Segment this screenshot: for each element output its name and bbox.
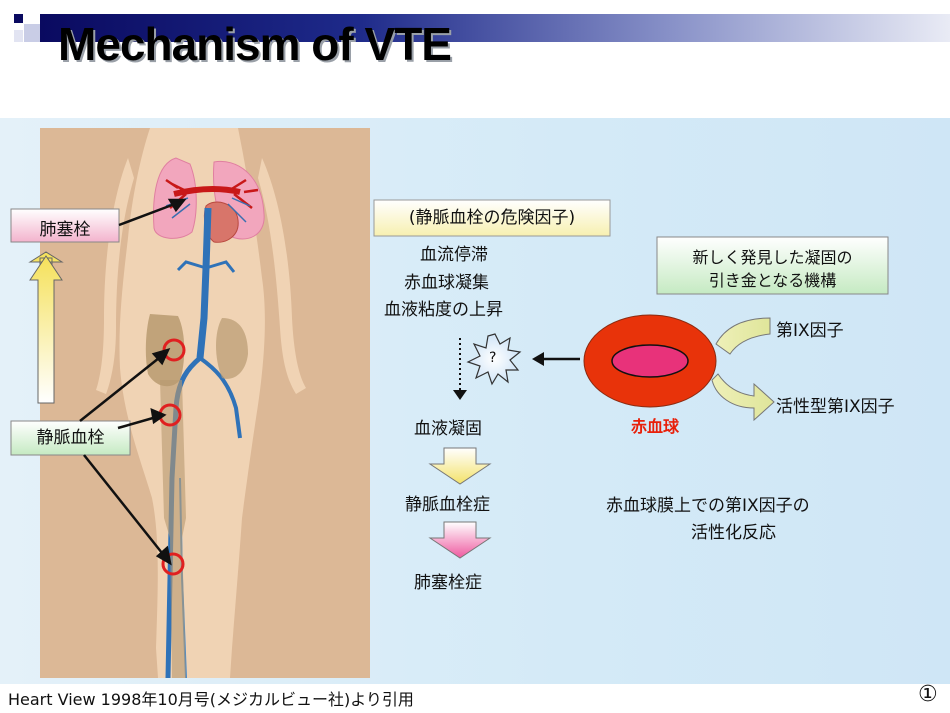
rbc-arrow-head	[532, 352, 544, 366]
factor-in-label: 第IX因子	[776, 321, 844, 341]
risk-factor-heading: (静脈血栓の危険因子)	[408, 208, 576, 228]
body-left-arm	[96, 158, 134, 394]
new-mechanism-line-1: 新しく発見した凝固の	[692, 248, 853, 267]
pulmonary-artery	[173, 185, 241, 197]
new-mechanism-box	[656, 236, 889, 295]
header-square-dark	[14, 14, 23, 23]
question-starburst	[466, 333, 522, 386]
reaction-line-2: 活性化反応	[691, 523, 776, 543]
header-square-light	[24, 24, 40, 42]
vte-mechanism-figure	[10, 128, 889, 679]
factor-out-label: 活性型第IX因子	[776, 397, 895, 417]
dotted-arrow-head	[453, 390, 467, 400]
risk-factor-item-1: 血流停滞	[420, 245, 488, 265]
factor-in-curve	[715, 317, 771, 355]
vena-cava	[196, 207, 212, 359]
thrombus-label-box	[10, 420, 131, 456]
risk-factor-box	[373, 199, 611, 237]
thrombus-label: 静脈血栓	[36, 428, 105, 448]
question-mark: ?	[489, 350, 497, 366]
renal-veins	[176, 260, 236, 273]
cascade-arrow-yellow	[428, 447, 492, 485]
cascade-coagulation: 血液凝固	[414, 419, 482, 439]
pelvis-bone-right	[216, 318, 248, 379]
thrombus-marker-calf	[161, 552, 185, 576]
iliac-right	[198, 356, 242, 439]
header-bar	[40, 14, 950, 42]
upward-arrow-head	[29, 255, 63, 404]
header-square-light-2	[14, 30, 23, 42]
factor-out-curve	[711, 373, 775, 422]
rbc-label: 赤血球	[631, 417, 680, 436]
pe-label: 肺塞栓	[39, 220, 91, 240]
pe-label-box	[10, 208, 120, 243]
cascade-arrow-pink	[428, 521, 492, 559]
page-number: ①	[918, 682, 938, 707]
cascade-thrombosis: 静脈血栓症	[405, 495, 490, 515]
citation-footer: Heart View 1998年10月号(メジカルビュー社)より引用	[8, 690, 414, 709]
femur	[160, 380, 186, 678]
risk-factor-item-3: 血液粘度の上昇	[384, 300, 503, 320]
risk-factor-item-2: 赤血球凝集	[404, 273, 489, 293]
cascade-embolism: 肺塞栓症	[414, 573, 482, 593]
slide-title: Mechanism of VTE	[58, 18, 452, 70]
new-mechanism-line-2: 引き金となる機構	[708, 271, 837, 290]
rbc-core	[611, 344, 689, 378]
pointer-arrows	[79, 198, 187, 566]
reaction-line-1: 赤血球膜上での第IX因子の	[606, 496, 810, 516]
body-right-arm	[258, 158, 306, 394]
